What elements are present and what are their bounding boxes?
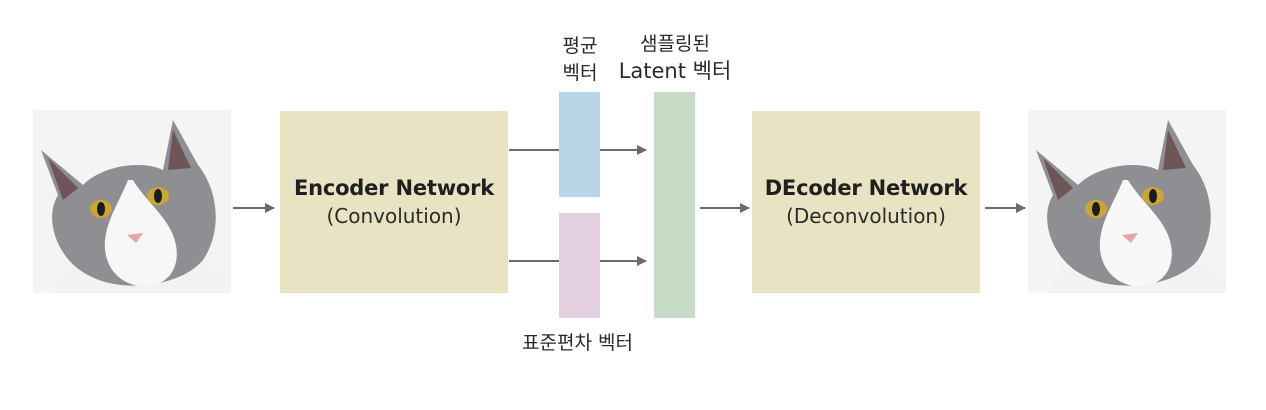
connector-arrows xyxy=(0,0,1266,410)
